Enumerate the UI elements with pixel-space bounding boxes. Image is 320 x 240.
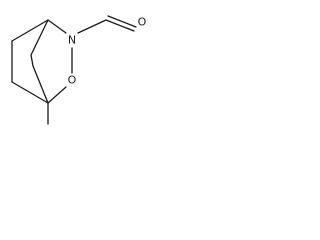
structure-canvas: N O O [0, 0, 149, 128]
bond-c6-c4-bridge [32, 65, 49, 104]
atom-nitrogen: N [68, 34, 76, 47]
atom-oxygen-ring: O [68, 74, 77, 87]
bond-c1-c2 [11, 19, 49, 42]
bond-cho-double-a [105, 19, 135, 32]
bond-c1-n [47, 19, 67, 34]
bond-cho-double-b [107, 15, 137, 28]
bond-c5-c6-bridge [30, 54, 34, 67]
atom-oxygen-carbonyl: O [138, 16, 147, 29]
bond-c3-c4 [11, 81, 49, 104]
carbonyl-oxygen-label: O [138, 16, 147, 29]
bond-c1-c5-bridge [30, 19, 49, 56]
bond-n-cho [77, 19, 107, 34]
bond-o-c4 [47, 86, 67, 104]
ring-oxygen-label: O [68, 74, 77, 87]
molecule-diagram: N O O [11, 15, 147, 125]
nitrogen-label: N [68, 34, 76, 47]
